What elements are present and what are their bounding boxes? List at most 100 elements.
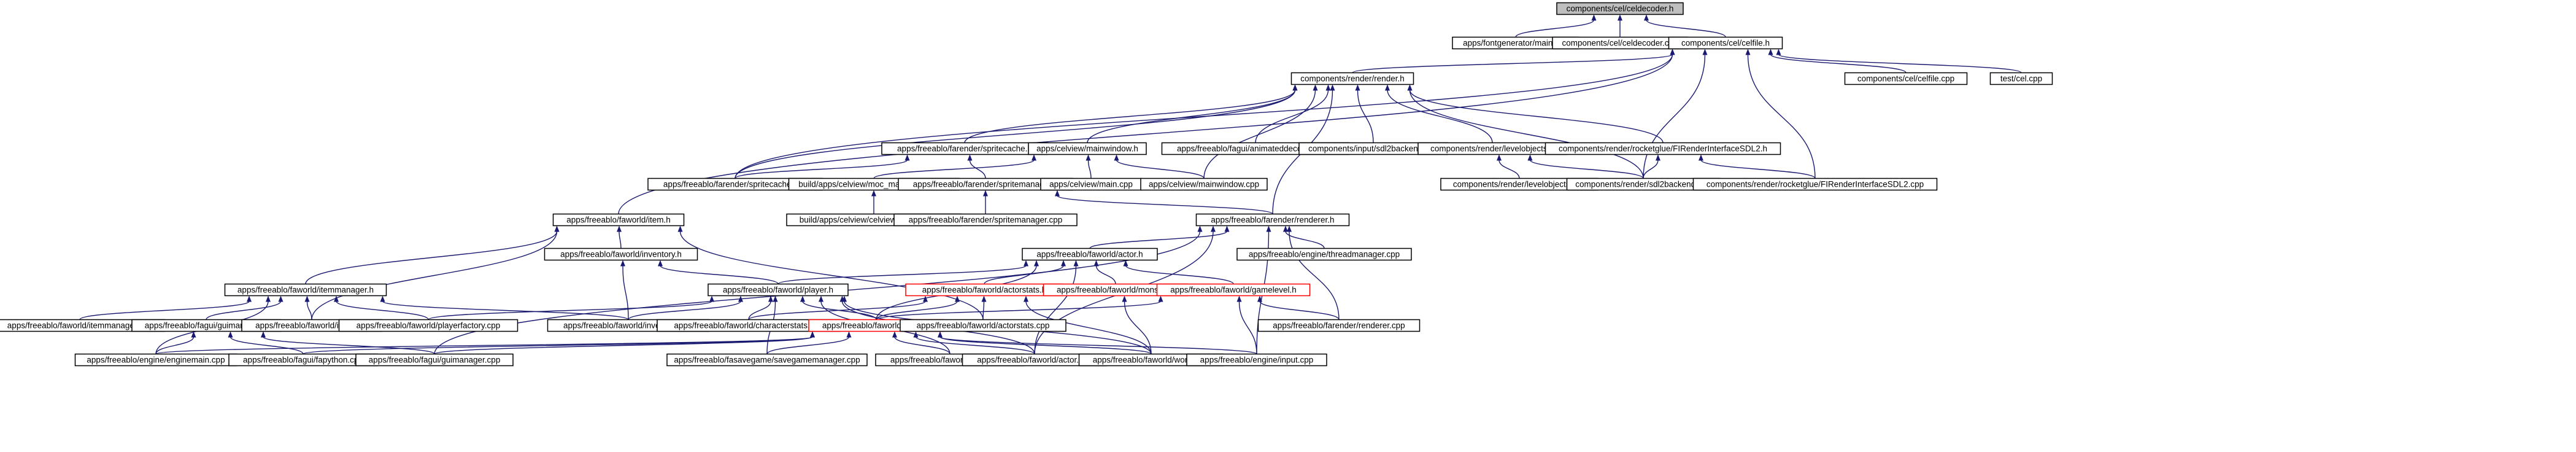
graph-node[interactable]: apps/freeablo/faworld/actor.cpp (962, 353, 1108, 367)
include-edge (1087, 84, 1298, 143)
graph-node[interactable]: apps/freeablo/faworld/inventory.h (544, 247, 698, 261)
node-label: apps/freeablo/faworld/gamelevel.h (1170, 286, 1297, 295)
graph-node[interactable]: test/cel.cpp (1989, 72, 2053, 85)
include-edge (766, 331, 852, 354)
include-edge (876, 295, 960, 320)
graph-node[interactable]: apps/freeablo/faworld/actor.h (1022, 247, 1158, 261)
node-label: apps/freeablo/faworld/actorstats.h (922, 286, 1047, 295)
node-label: apps/freeablo/faworld/monster.h (1057, 286, 1174, 295)
graph-node[interactable]: apps/celview/mainwindow.h (1028, 142, 1147, 155)
include-edge (748, 295, 928, 321)
graph-node[interactable]: apps/freeablo/farender/spritecache.h (881, 142, 1048, 155)
graph-node[interactable]: components/cel/celfile.cpp (1844, 72, 1968, 85)
graph-node[interactable]: components/render/rocketglue/FIRenderInt… (1692, 177, 1938, 191)
graph-node[interactable]: apps/celview/main.cpp (1040, 177, 1142, 191)
include-edge (873, 154, 1036, 179)
node-label: apps/freeablo/farender/spritecache.cpp (663, 180, 807, 189)
graph-node[interactable]: apps/freeablo/faworld/characterstats.cpp (657, 319, 841, 332)
graph-node[interactable]: apps/freeablo/engine/enginemain.cpp (74, 353, 237, 367)
include-edge (1352, 49, 1675, 74)
node-label: apps/celview/main.cpp (1049, 180, 1133, 189)
include-edge (261, 331, 435, 355)
node-box (1156, 283, 1311, 297)
include-edge (938, 331, 1257, 355)
include-edge (1114, 154, 1205, 179)
include-edge (1093, 260, 1116, 284)
include-edge (658, 260, 779, 285)
graph-node[interactable]: apps/fontgenerator/main.cpp (1452, 36, 1579, 50)
node-box (355, 353, 514, 367)
include-edge (735, 84, 1298, 179)
graph-node[interactable]: apps/freeablo/fagui/guimanager.cpp (355, 353, 514, 367)
node-label: apps/freeablo/faworld/player.h (723, 286, 833, 295)
include-edge (304, 295, 312, 320)
node-box (1556, 2, 1684, 15)
node-box (893, 213, 1078, 227)
node-label: components/render/sdl2backend.cpp (1575, 180, 1711, 189)
node-label: apps/freeablo/engine/input.cpp (1200, 356, 1314, 365)
node-label: apps/freeablo/faworld/world.cpp (1093, 356, 1210, 365)
graph-node[interactable]: apps/freeablo/faworld/player.h (708, 283, 849, 297)
include-edge (913, 331, 1035, 355)
include-edge (1089, 225, 1230, 249)
include-edge (1768, 49, 1907, 74)
node-box (544, 247, 698, 261)
node-label: apps/freeablo/faworld/actorstats.cpp (917, 321, 1050, 330)
node-box (1844, 72, 1968, 85)
include-edge (1699, 154, 1816, 179)
node-box (1257, 319, 1421, 332)
include-edge (1123, 260, 1234, 285)
graph-node[interactable]: apps/freeablo/fagui/fapython.cpp (228, 353, 378, 367)
graph-node[interactable]: apps/freeablo/faworld/actorstats.cpp (900, 319, 1066, 332)
graph-node[interactable]: apps/freeablo/faworld/actorstats.h (905, 283, 1063, 297)
graph-node[interactable]: apps/freeablo/faworld/item.h (552, 213, 685, 227)
include-edge (938, 331, 1152, 355)
node-label: apps/freeablo/faworld/item.h (566, 216, 671, 225)
graph-node[interactable]: components/render/levelobjects.h (1417, 142, 1567, 155)
graph-node[interactable]: components/render/rocketglue/FIRenderInt… (1544, 142, 1781, 155)
graph-node[interactable]: components/cel/celfile.h (1668, 36, 1783, 50)
include-edge (1527, 154, 1644, 179)
graph-node[interactable]: apps/freeablo/engine/input.cpp (1186, 353, 1327, 367)
graph-node[interactable]: apps/freeablo/farender/spritemanager.cpp (893, 213, 1078, 227)
node-label: apps/celview/mainwindow.cpp (1149, 180, 1259, 189)
graph-node[interactable]: components/render/levelobjects.cpp (1440, 177, 1598, 191)
include-edge (1515, 14, 1597, 37)
include-edge (1643, 154, 1660, 179)
node-box (1195, 213, 1350, 227)
node-box (1186, 353, 1327, 367)
include-edge (735, 154, 910, 179)
graph-node[interactable]: apps/freeablo/faworld/itemmanager.cpp (0, 319, 166, 332)
node-label: components/render/rocketglue/FIRenderInt… (1706, 180, 1924, 189)
include-edge (628, 295, 743, 321)
graph-node[interactable]: apps/freeablo/faworld/playerfactory.cpp (338, 319, 519, 332)
node-label: components/input/sdl2backend.cpp (1308, 144, 1438, 154)
graph-node[interactable]: apps/freeablo/farender/renderer.cpp (1257, 319, 1421, 332)
include-edge (967, 154, 986, 179)
node-box (1022, 247, 1158, 261)
node-box (1236, 247, 1412, 261)
include-edge (79, 295, 252, 321)
include-edge (1497, 154, 1520, 179)
graph-node[interactable]: components/render/sdl2backend.cpp (1566, 177, 1721, 191)
graph-node[interactable]: apps/freeablo/faworld/gamelevel.h (1156, 283, 1311, 297)
node-label: apps/freeablo/fasavegame/savegamemanager… (674, 356, 860, 365)
include-edge (777, 260, 1028, 285)
include-edge (1257, 295, 1340, 320)
graph-node[interactable]: components/cel/celdecoder.cpp (1552, 36, 1688, 50)
include-edge (748, 295, 773, 320)
graph-node[interactable]: apps/celview/mainwindow.cpp (1140, 177, 1268, 191)
graph-node[interactable]: components/input/sdl2backend.cpp (1298, 142, 1448, 155)
graph-node: components/cel/celdecoder.h (1556, 2, 1684, 15)
node-box (666, 353, 868, 367)
include-edge (228, 331, 304, 354)
graph-node[interactable]: apps/freeablo/fasavegame/savegamemanager… (666, 353, 868, 367)
graph-node[interactable]: apps/freeablo/faworld/itemmanager.h (224, 283, 387, 297)
node-label: apps/freeablo/fagui/animateddecorator.cp… (1177, 144, 1334, 154)
node-box (900, 319, 1066, 332)
graph-node[interactable]: apps/freeablo/engine/threadmanager.cpp (1236, 247, 1412, 261)
graph-node[interactable]: components/render/render.h (1290, 72, 1414, 85)
node-label: apps/freeablo/farender/renderer.h (1211, 216, 1334, 225)
graph-node[interactable]: apps/freeablo/farender/renderer.h (1195, 213, 1350, 227)
graph-node[interactable]: apps/freeablo/faworld/monster.h (1043, 283, 1189, 297)
